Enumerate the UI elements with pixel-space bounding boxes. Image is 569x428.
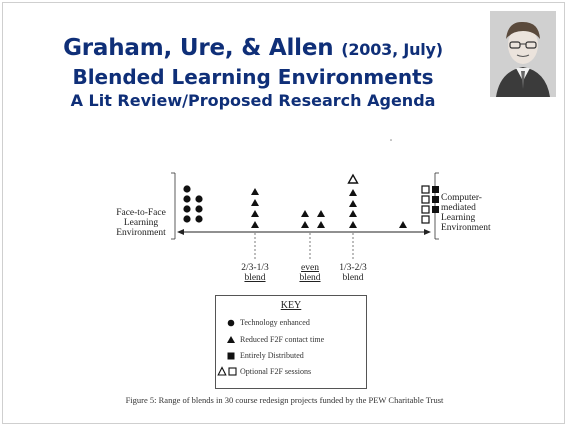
blend-label-1-3: 1/3-2/3 blend xyxy=(333,263,373,283)
key-title: KEY xyxy=(280,300,302,311)
square-markers xyxy=(421,185,439,224)
key-item-reduced: Reduced F2F contact time xyxy=(240,335,325,344)
key-item-distributed: Entirely Distributed xyxy=(240,351,304,360)
blend-1-3-word: blend xyxy=(342,273,364,283)
slide-title: Graham, Ure, & Allen (2003, July) xyxy=(3,35,503,61)
key-circle-icon xyxy=(227,319,235,327)
key-open-triangle-square-icon xyxy=(217,366,237,376)
blend-2-3-ratio: 2/3-1/3 xyxy=(241,263,269,273)
left-label-line-2: Learning xyxy=(123,218,159,228)
label-face-to-face: Face-to-Face Learning Environment xyxy=(111,208,171,238)
key-triangle-icon xyxy=(227,336,235,343)
blend-1-3-ratio: 1/3-2/3 xyxy=(339,263,367,273)
slide-subtitle: Blended Learning Environments xyxy=(72,65,434,89)
title-authors: Graham, Ure, & Allen xyxy=(63,35,334,61)
blend-even-ratio: even xyxy=(301,263,319,273)
left-label-line-1: Face-to-Face xyxy=(116,208,166,218)
key-item-technology: Technology enhanced xyxy=(240,318,310,327)
key-square-icon xyxy=(227,352,235,360)
left-label-line-3: Environment xyxy=(116,228,166,238)
circle-markers xyxy=(183,185,203,223)
blend-label-2-3: 2/3-1/3 blend xyxy=(235,263,275,283)
label-computer-mediated: Computer- mediated Learning Environment xyxy=(441,193,507,233)
key-item-optional: Optional F2F sessions xyxy=(240,367,312,376)
title-date: (2003, July) xyxy=(341,40,443,59)
left-bracket xyxy=(171,172,176,240)
blend-even-word: blend xyxy=(299,273,321,283)
legend-key: KEY Technology enhanced Reduced F2F cont… xyxy=(215,295,367,389)
slide: Graham, Ure, & Allen (2003, July) Blende… xyxy=(2,2,565,424)
right-label-line-2: mediated xyxy=(441,203,476,213)
right-label-line-1: Computer- xyxy=(441,193,482,203)
triangle-markers xyxy=(251,188,407,228)
continuum-axis xyxy=(177,229,431,235)
slide-subtitle-2: A Lit Review/Proposed Research Agenda xyxy=(70,91,436,110)
right-label-line-3: Learning xyxy=(441,213,476,223)
blend-2-3-word: blend xyxy=(244,273,266,283)
blend-diagram xyxy=(171,139,439,261)
figure-caption: Figure 5: Range of blends in 30 course r… xyxy=(125,395,444,405)
author-photo xyxy=(490,11,556,97)
blend-label-even: even blend xyxy=(290,263,330,283)
open-triangle-marker xyxy=(347,173,359,184)
right-label-line-4: Environment xyxy=(441,223,491,233)
